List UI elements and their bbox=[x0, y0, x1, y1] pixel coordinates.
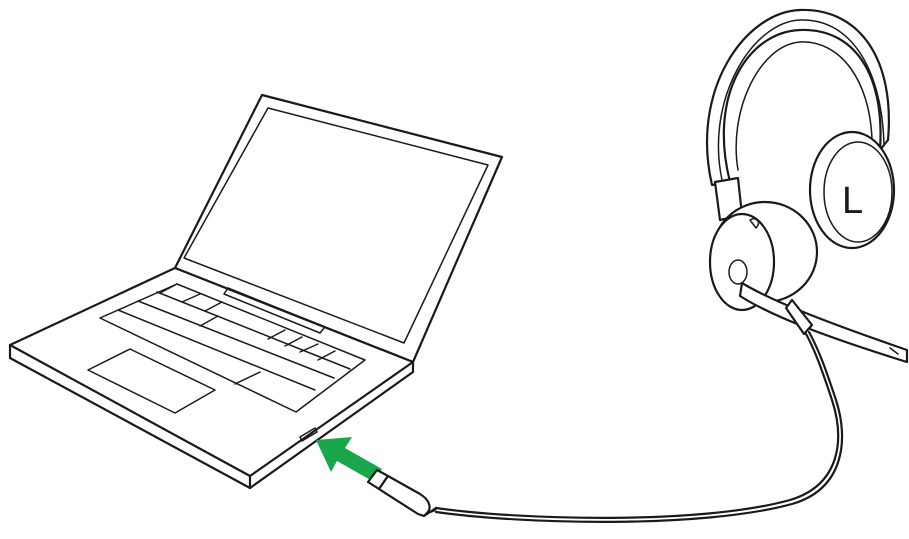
cable bbox=[436, 332, 842, 522]
headset-icon: L bbox=[707, 10, 907, 362]
usb-plug-icon bbox=[368, 470, 436, 516]
earcup-letter: L bbox=[842, 180, 863, 222]
laptop-icon bbox=[10, 95, 502, 488]
